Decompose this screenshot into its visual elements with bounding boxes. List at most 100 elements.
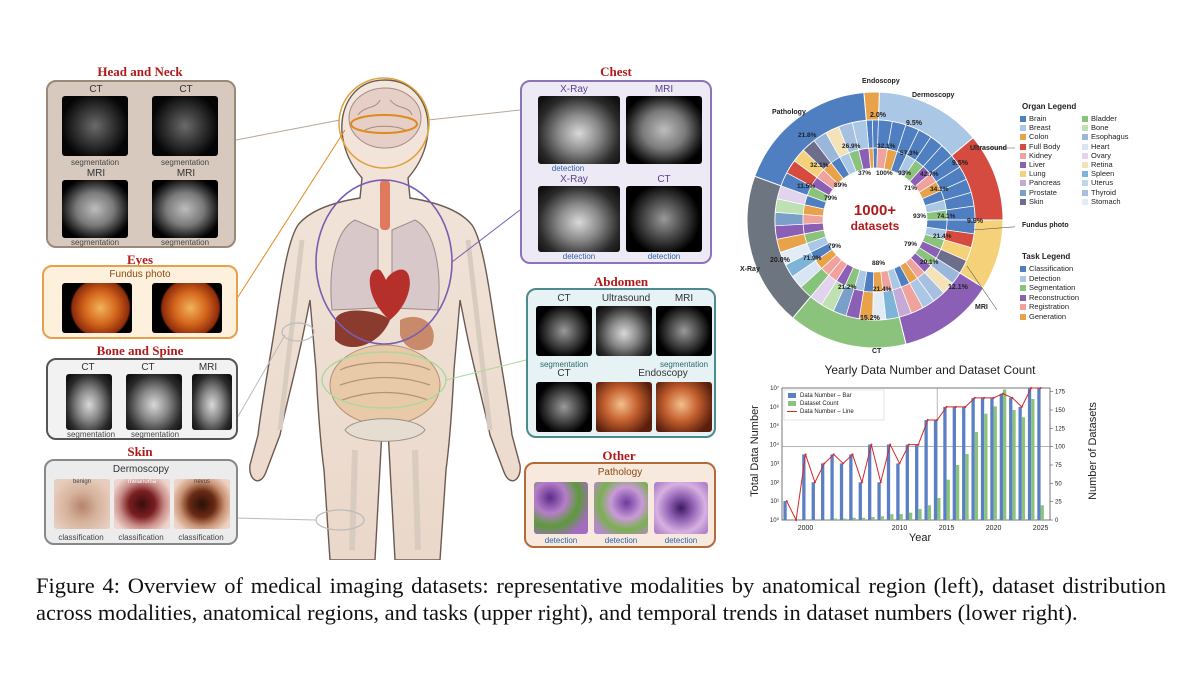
legend-label: Detection <box>1029 273 1061 283</box>
legend-label: Stomach <box>1091 196 1121 206</box>
bone-task-2: segmentation <box>130 430 180 439</box>
line-point <box>1039 387 1042 389</box>
bar-data-number <box>802 454 806 520</box>
line-point <box>936 419 939 422</box>
y-tick-label: 10² <box>770 480 779 486</box>
legend-swatch <box>1020 304 1026 311</box>
abd-mod-1: CT <box>557 293 571 304</box>
bar-dataset-count <box>1021 417 1026 520</box>
bone-panel: CT CT MRI segmentation segmentation <box>46 358 238 440</box>
legend-swatch <box>1020 285 1026 292</box>
abd-us-image <box>596 306 652 356</box>
sunburst-center-count: 1000+ <box>853 202 897 219</box>
legend-label: Lung <box>1029 169 1046 179</box>
leader-line-1 <box>972 226 1015 231</box>
chest-mod-3: X-Ray <box>560 174 588 185</box>
bar-dataset-count <box>984 413 988 520</box>
bar-dataset-count <box>946 479 950 520</box>
chart-legend <box>783 389 885 421</box>
y-tick-label: 10⁵ <box>770 423 780 430</box>
pct-label: 37% <box>858 170 872 177</box>
legend-swatch <box>1082 189 1088 196</box>
derm-label-1: benign <box>72 479 92 485</box>
legend-swatch <box>788 393 796 398</box>
bar-data-number <box>962 406 966 520</box>
organ-legend-title: Organ Legend <box>1022 102 1077 111</box>
bone-mod-2: CT <box>141 362 155 373</box>
bar-data-number <box>886 444 891 520</box>
bar-dataset-count <box>843 518 847 520</box>
legend-label: Colon <box>1029 132 1049 142</box>
bar-data-number <box>896 463 900 520</box>
bar-dataset-count <box>908 512 913 520</box>
bar-dataset-count <box>805 519 809 520</box>
abdomen-panel: CT Ultrasound MRI segmentation segmentat… <box>526 288 716 438</box>
y2-tick-label: 50 <box>1055 481 1062 487</box>
label-ultrasound: Ultrasound <box>970 145 1007 152</box>
derm-image-melanoma <box>114 479 170 529</box>
legend-label: Generation <box>1029 312 1067 321</box>
legend-label: Ovary <box>1091 150 1112 160</box>
legend-swatch <box>1020 134 1026 141</box>
x-tick-label: 2000 <box>798 525 814 532</box>
bar-data-number <box>858 482 862 520</box>
y2-tick-label: 175 <box>1055 390 1066 396</box>
chart-y2label: Number of Datasets <box>1087 402 1099 500</box>
task-legend-item: Reconstruction <box>1020 293 1079 302</box>
legend-label: Spleen <box>1091 169 1115 179</box>
bar-dataset-count <box>937 498 941 520</box>
chart-xlabel: Year <box>908 532 932 544</box>
hn-mod-2: CT <box>179 84 193 95</box>
skin-title: Skin <box>127 444 153 459</box>
legend-label: Data Number – Bar <box>800 393 852 399</box>
other-title: Other <box>602 448 636 463</box>
abd-endo-image-1 <box>596 382 652 432</box>
legend-swatch <box>1082 116 1088 122</box>
legend-swatch <box>1082 198 1088 205</box>
skin-task-1: classification <box>58 533 104 542</box>
abd-ct-image-1 <box>536 306 592 356</box>
legend-swatch <box>1020 180 1026 187</box>
pct-label: 32.1% <box>810 162 829 169</box>
bar-data-number <box>811 482 815 520</box>
skin-panel: Dermoscopy benign melanoma nevus classif… <box>44 459 238 545</box>
bar-dataset-count <box>955 465 960 520</box>
figure-caption: Figure 4: Overview of medical imaging da… <box>36 573 1166 625</box>
bar-data-number <box>849 454 853 520</box>
task-legend-title: Task Legend <box>1022 252 1071 261</box>
abd-task-1: segmentation <box>539 360 589 369</box>
line-point <box>992 396 995 399</box>
line-point <box>1001 392 1004 395</box>
chest-mod-1: X-Ray <box>560 84 588 95</box>
organ-legend-item: Kidney <box>1020 151 1052 160</box>
bar-data-number <box>1037 388 1041 520</box>
pct-label: 21.4% <box>933 233 952 240</box>
abd-mod-2: Ultrasound <box>601 293 651 304</box>
y2-tick-label: 150 <box>1055 408 1066 414</box>
pct-label: 9.5% <box>952 160 968 167</box>
abd-endo-image-2 <box>656 382 712 432</box>
bar-data-number <box>999 393 1003 520</box>
derm-image-benign <box>54 479 110 529</box>
bar-dataset-count <box>899 514 903 520</box>
line-point <box>1020 405 1023 408</box>
chest-ct-image <box>626 186 702 252</box>
ring-task-pathology-7 <box>858 147 871 170</box>
line-point <box>945 405 948 408</box>
line-point <box>823 462 826 465</box>
eyes-mod: Fundus photo <box>109 269 171 280</box>
legend-label: Liver <box>1029 160 1046 169</box>
legend-label: Prostate <box>1029 187 1057 197</box>
pct-label: 2.0% <box>870 112 886 119</box>
label-xray: X-Ray <box>740 266 760 273</box>
legend-swatch <box>1020 162 1026 168</box>
hn-task-3: segmentation <box>70 238 120 247</box>
bar-dataset-count <box>1040 505 1044 520</box>
pct-label: 89% <box>834 182 848 189</box>
chest-task-1: detection <box>551 164 585 173</box>
line-point <box>1030 387 1033 389</box>
legend-label: Retina <box>1091 160 1113 169</box>
bar-dataset-count <box>814 519 819 520</box>
organ-legend-item: Skin <box>1020 197 1044 206</box>
hn-mod-4: MRI <box>176 168 196 179</box>
